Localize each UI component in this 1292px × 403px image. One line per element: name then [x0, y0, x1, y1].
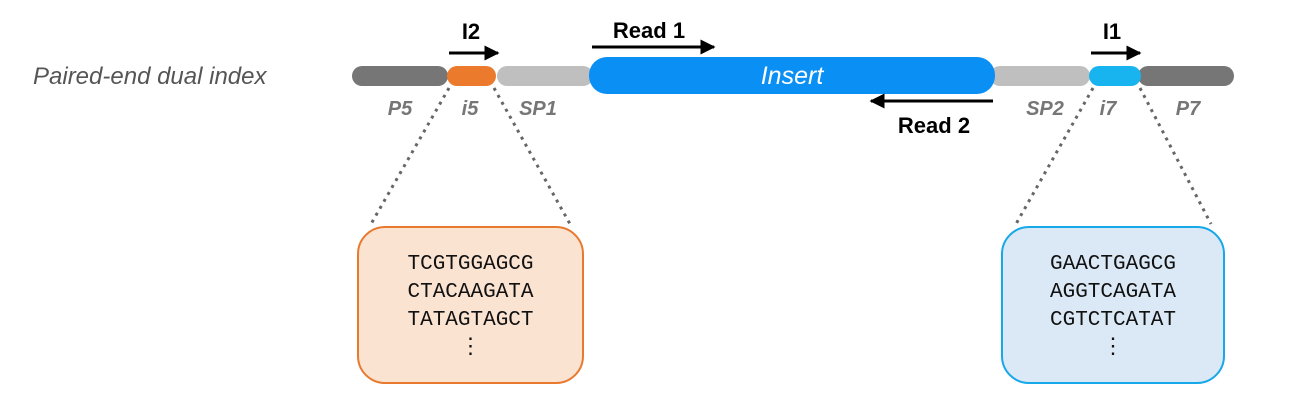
insert-label: Insert: [761, 62, 825, 90]
diagram-title: Paired-end dual index: [33, 63, 267, 90]
i5-sequence: TATAGTAGCT: [407, 309, 534, 332]
label-i7: i7: [1100, 98, 1118, 120]
i7-sequence-box: GAACTGAGCG AGGTCAGATA CGTCTCATAT ⋮: [1001, 226, 1225, 384]
i7-sequence: AGGTCAGATA: [1049, 281, 1177, 304]
read-1-label: Read 1: [613, 18, 685, 43]
segment-p5: [352, 66, 448, 86]
i5-connector-left: [369, 87, 451, 225]
label-p7: P7: [1176, 98, 1201, 120]
i7-sequence: CGTCTCATAT: [1049, 309, 1177, 332]
label-i5: i5: [462, 98, 480, 120]
read-2-label: Read 2: [898, 113, 970, 138]
segment-sp2: [990, 66, 1090, 86]
segment-p7: [1138, 66, 1234, 86]
segment-sp1: [497, 66, 593, 86]
i5-sequence: TCGTGGAGCG: [407, 253, 534, 276]
i7-sequence: GAACTGAGCG: [1049, 253, 1177, 276]
read-i2-label: I2: [462, 19, 480, 44]
label-p5: P5: [388, 98, 413, 120]
i7-connector-right: [1138, 87, 1213, 225]
i5-connector-right: [492, 87, 572, 225]
i5-more-marker: ⋮: [459, 335, 482, 360]
i5-sequence: CTACAAGATA: [407, 281, 534, 304]
label-sp2: SP2: [1026, 98, 1064, 120]
i7-more-marker: ⋮: [1102, 335, 1124, 360]
i5-sequence-box: TCGTGGAGCG CTACAAGATA TATAGTAGCT ⋮: [357, 226, 584, 384]
i7-connector-left: [1014, 87, 1095, 225]
segment-insert: [589, 57, 995, 94]
segment-i5: [447, 66, 496, 86]
label-sp1: SP1: [519, 98, 557, 120]
segment-i7: [1089, 66, 1141, 86]
read-i1-label: I1: [1103, 19, 1121, 44]
